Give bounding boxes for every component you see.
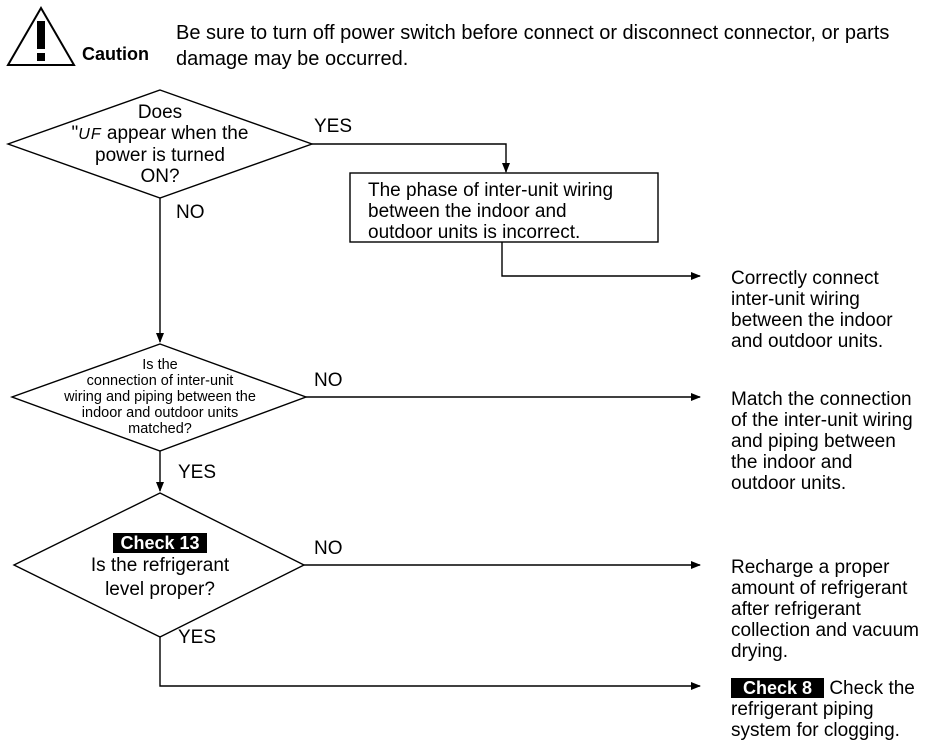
check-13-badge: Check 13 <box>113 533 207 553</box>
process1-line3: outdoor units is incorrect. <box>368 222 581 243</box>
decision-connection-matched: Is the connection of inter-unit wiring a… <box>40 357 280 437</box>
check-8-badge: Check 8 <box>731 678 825 698</box>
decision-uf-appears: Does "UF appear when the power is turned… <box>40 102 280 187</box>
decision1-line3: power is turned <box>95 145 225 166</box>
action3-line3: after refrigerant <box>731 599 861 620</box>
yes-connector-1 <box>312 143 510 173</box>
action1-line4: and outdoor units. <box>731 331 884 352</box>
decision1-line4: ON? <box>140 166 180 187</box>
decision1-line2: "UF appear when the <box>71 123 249 144</box>
decision2-line4: indoor and outdoor units <box>81 405 239 421</box>
decision1-line2-rest: appear when the <box>101 123 249 144</box>
action-check-piping: Check 8 Check the refrigerant piping sys… <box>731 678 948 741</box>
action1-line1: Correctly connect <box>731 268 879 289</box>
yes-label-2: YES <box>178 462 217 483</box>
process1-line2: between the indoor and <box>368 201 567 222</box>
no-label-3: NO <box>314 538 343 559</box>
action3-line5: drying. <box>731 641 789 662</box>
action2-line1: Match the connection <box>731 389 912 410</box>
process-phase-incorrect-box <box>349 172 659 243</box>
decision2-line2: connection of inter-unit <box>86 373 234 389</box>
action4-line1: Check the <box>829 678 915 699</box>
action2-line5: outdoor units. <box>731 473 847 494</box>
decision1-line1: Does <box>137 102 183 123</box>
decision2-line1: Is the <box>142 357 178 373</box>
uf-code: UF <box>78 126 102 143</box>
connector-to-action-1 <box>501 242 701 280</box>
decision2-line3: wiring and piping between the <box>64 389 256 405</box>
action-recharge-refrigerant: Recharge a proper amount of refrigerant … <box>731 557 946 662</box>
caution-label: Caution <box>82 44 149 64</box>
action2-line4: the indoor and <box>731 452 853 473</box>
action2-line3: and piping between <box>731 431 896 452</box>
yes-connector-3 <box>159 637 701 690</box>
action-correctly-connect: Correctly connect inter-unit wiring betw… <box>731 268 946 352</box>
process1-line1: The phase of inter-unit wiring <box>368 180 614 201</box>
process-phase-incorrect: The phase of inter-unit wiring between t… <box>368 180 654 243</box>
action-match-connection: Match the connection of the inter-unit w… <box>731 389 946 494</box>
decision3-line2: level proper? <box>105 579 215 600</box>
action4-line3: system for clogging. <box>731 720 900 741</box>
action3-line4: collection and vacuum <box>731 620 919 641</box>
caution-message: Be sure to turn off power switch before … <box>176 22 890 70</box>
no-label-1: NO <box>176 202 205 223</box>
decision3-line1: Is the refrigerant <box>90 555 230 576</box>
yes-label-1: YES <box>314 116 353 137</box>
decision-refrigerant-level: Check 13 Is the refrigerant level proper… <box>40 533 280 600</box>
action3-line1: Recharge a proper <box>731 557 890 578</box>
action2-line2: of the inter-unit wiring <box>731 410 913 431</box>
action4-line2: refrigerant piping <box>731 699 874 720</box>
action1-line2: inter-unit wiring <box>731 289 860 310</box>
action3-line2: amount of refrigerant <box>731 578 908 599</box>
action1-line3: between the indoor <box>731 310 893 331</box>
decision2-line5: matched? <box>128 421 192 437</box>
caution-icon <box>6 6 76 66</box>
yes-label-3: YES <box>178 627 217 648</box>
no-label-2: NO <box>314 370 343 391</box>
